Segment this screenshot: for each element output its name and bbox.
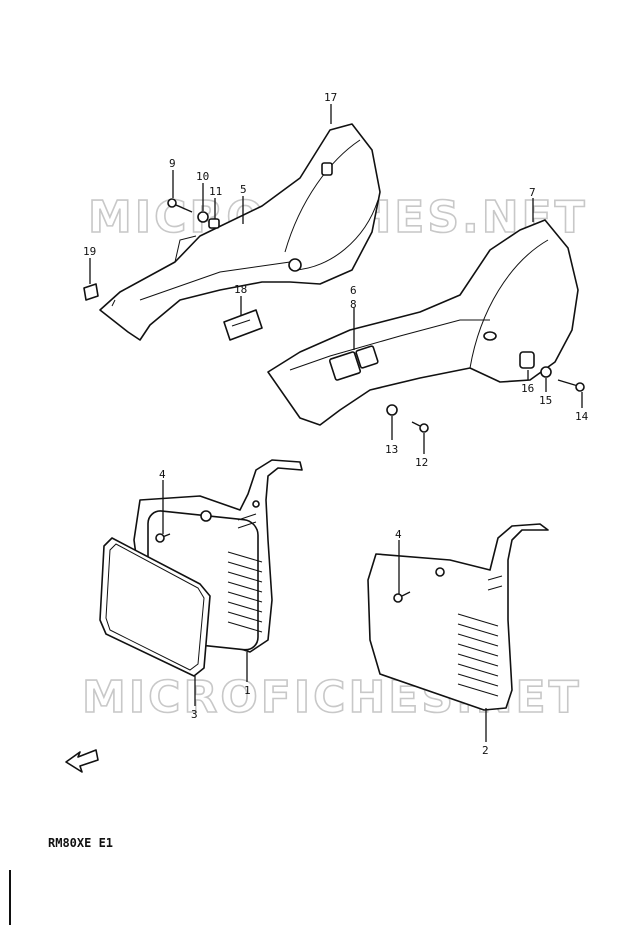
- callout-8: 8: [350, 298, 357, 311]
- callout-16: 16: [521, 382, 534, 395]
- callout-12: 12: [415, 456, 428, 469]
- side-cover-left: [99, 123, 381, 341]
- callout-2: 2: [482, 744, 489, 757]
- callout-5: 5: [240, 183, 247, 196]
- callout-labels: 17 9 10 11 5 19 18 7 6 8 16 15 14 13 12 …: [83, 91, 589, 757]
- number-plate-right: [367, 523, 549, 711]
- callout-6: 6: [350, 284, 357, 297]
- callout-4-right: 4: [395, 528, 402, 541]
- callout-7: 7: [529, 186, 536, 199]
- leader-lines: [89, 104, 583, 742]
- front-arrow-icon: [65, 749, 99, 773]
- callout-10: 10: [196, 170, 209, 183]
- callout-13: 13: [385, 443, 398, 456]
- callout-17: 17: [324, 91, 337, 104]
- callout-11: 11: [209, 185, 222, 198]
- callout-14: 14: [575, 410, 589, 423]
- callout-18: 18: [234, 283, 247, 296]
- callout-4-left: 4: [159, 468, 166, 481]
- callout-19: 19: [83, 245, 96, 258]
- plate-seal: [99, 537, 211, 677]
- callout-1: 1: [244, 684, 251, 697]
- side-cover-right: [267, 219, 579, 426]
- callout-15: 15: [539, 394, 552, 407]
- callout-3: 3: [191, 708, 198, 721]
- model-code: RM80XE E1: [48, 836, 113, 850]
- callout-9: 9: [169, 157, 176, 170]
- hardware: [83, 198, 585, 433]
